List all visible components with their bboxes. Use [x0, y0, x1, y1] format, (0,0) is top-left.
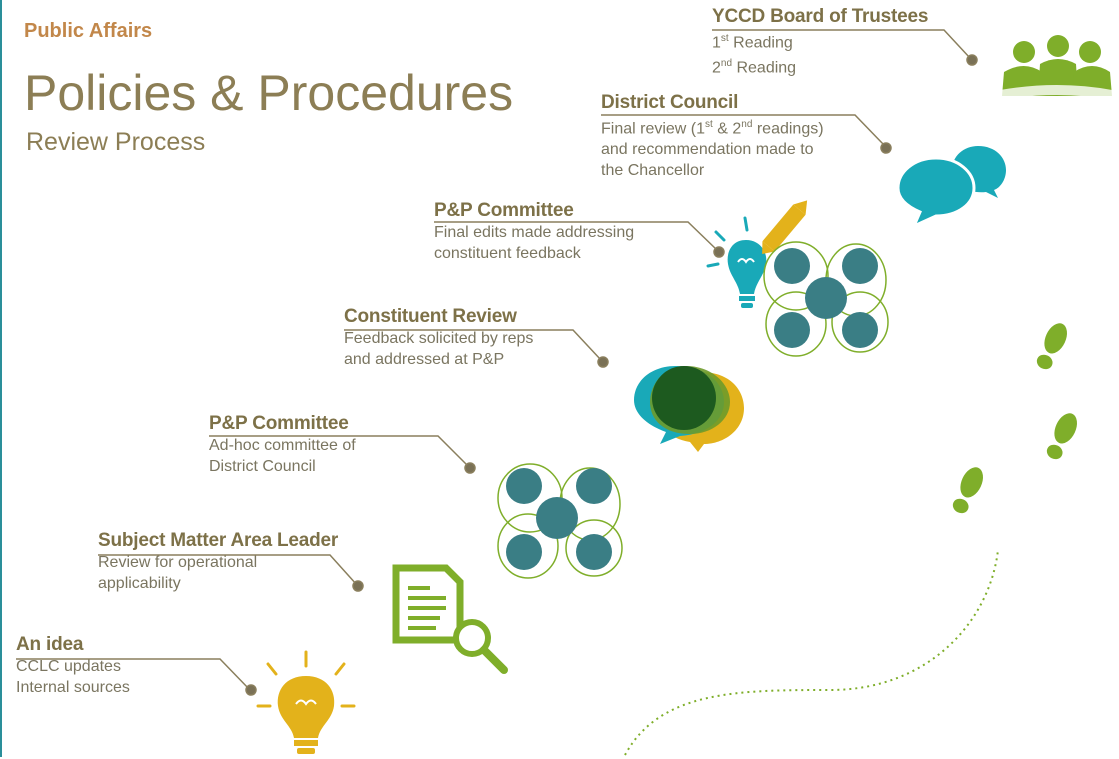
- step-pp-committee-adhoc: P&P Committee Ad-hoc committee of Distri…: [209, 413, 356, 477]
- step-title: P&P Committee: [209, 413, 349, 434]
- idea-pencil-icon: [706, 200, 808, 308]
- step-line: constituent feedback: [434, 245, 581, 262]
- step-board-of-trustees: YCCD Board of Trustees 1st Reading 2nd R…: [712, 6, 928, 79]
- step-line: Review for operational: [98, 554, 258, 571]
- committee-icon: [497, 463, 623, 579]
- step-line: applicability: [98, 575, 181, 592]
- step-title: District Council: [601, 92, 739, 113]
- document-search-icon: [392, 564, 508, 674]
- chat-bubbles-icon: [896, 146, 1006, 229]
- step-title: YCCD Board of Trustees: [712, 6, 929, 27]
- step-title: An idea: [16, 634, 84, 655]
- step-line: and addressed at P&P: [344, 351, 505, 368]
- step-line: Feedback solicited by reps: [344, 330, 534, 347]
- step-line: Final review (1st & 2nd readings): [601, 119, 824, 138]
- leader-lines: [16, 29, 978, 696]
- step-line: Ad-hoc committee of: [209, 437, 356, 454]
- step-line: and recommendation made to: [601, 141, 814, 159]
- step-an-idea: An idea CCLC updates Internal sources: [16, 634, 130, 698]
- step-title: Subject Matter Area Leader: [98, 530, 339, 551]
- step-district-council: District Council Final review (1st & 2nd…: [601, 92, 824, 181]
- page-subtitle: Review Process: [26, 128, 206, 156]
- step-line: Internal sources: [16, 679, 130, 696]
- speech-bubbles-icon: [634, 366, 744, 452]
- step-line: District Council: [209, 458, 316, 475]
- step-title: P&P Committee: [434, 200, 574, 221]
- step-title: Constituent Review: [344, 306, 517, 327]
- step-line: the Chancellor: [601, 162, 705, 180]
- kicker-label: Public Affairs: [24, 20, 153, 42]
- page-title: Policies & Procedures: [24, 65, 514, 121]
- step-line: CCLC updates: [16, 658, 121, 675]
- step-line: 2nd Reading: [712, 58, 797, 77]
- step-constituent-review: Constituent Review Feedback solicited by…: [344, 306, 533, 370]
- step-subject-matter-leader: Subject Matter Area Leader Review for op…: [98, 530, 338, 594]
- step-pp-committee-final: P&P Committee Final edits made addressin…: [434, 200, 634, 264]
- board-members-icon: [1000, 35, 1112, 100]
- dotted-path: [624, 549, 999, 756]
- step-line: 1st Reading: [712, 33, 793, 52]
- footprints-icon: [952, 323, 1077, 514]
- step-line: Final edits made addressing: [434, 224, 635, 241]
- committee-icon: [763, 241, 889, 357]
- lightbulb-icon: [256, 650, 356, 754]
